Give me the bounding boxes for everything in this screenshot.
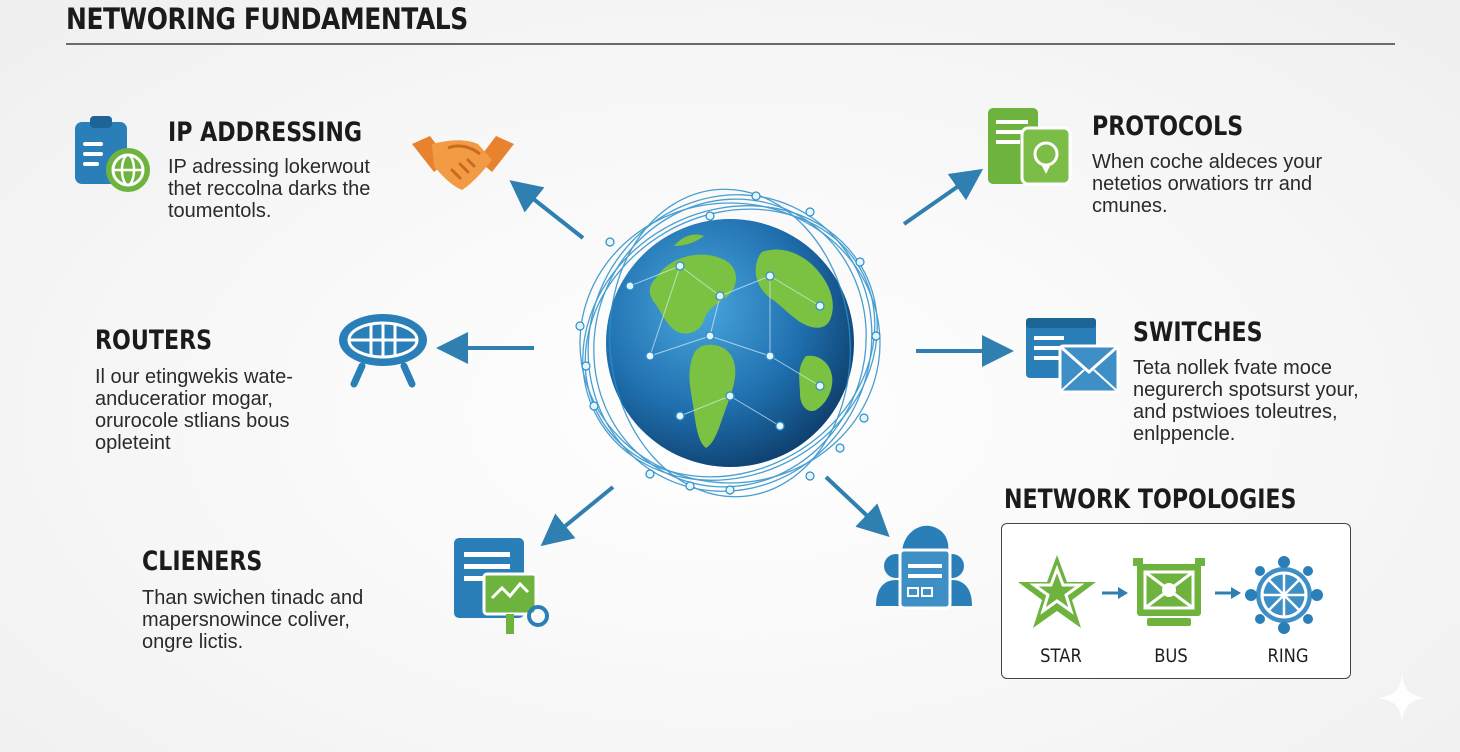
document-chart-icon [454, 538, 549, 634]
ring-topology-icon [1245, 556, 1323, 634]
routers-title: ROUTERS [95, 325, 213, 356]
switches-description: Teta nollek fvate moce negurerch spotsur… [1133, 357, 1359, 445]
topology-label-ring: RING [1267, 645, 1309, 667]
ip-addressing-title: IP ADDRESSING [168, 117, 363, 148]
topology-label-bus: BUS [1154, 645, 1188, 667]
globe-network-icon [575, 188, 881, 498]
arrow-to-protocols [902, 168, 984, 226]
clieners-description: Than swichen tinadc and mapersnowince co… [142, 587, 364, 653]
routers-description: Il our etingwekis wate- anduceratior mog… [95, 366, 293, 454]
bus-topology-icon [1133, 558, 1205, 626]
switches-title: SWITCHES [1133, 317, 1263, 348]
page-title: NETWORING FUNDAMENTALS [66, 2, 468, 36]
title-divider [66, 43, 1395, 45]
server-devices-icon [988, 108, 1072, 186]
protocols-title: PROTOCOLS [1092, 111, 1244, 142]
arrow-to-cloud [824, 475, 890, 537]
handshake-icon [412, 136, 514, 190]
topologies-title: NETWORK TOPOLOGIES [1004, 484, 1297, 515]
switch-envelope-icon [1026, 318, 1120, 394]
router-icon [339, 314, 427, 388]
arrow-to-ip-addressing [509, 180, 585, 240]
clieners-title: CLIENERS [142, 546, 263, 577]
topology-arrow-1 [1102, 587, 1128, 599]
cloud-users-icon [876, 525, 972, 610]
star-topology-icon [1018, 555, 1096, 628]
sparkle-icon [1378, 674, 1426, 722]
protocols-description: When coche aldeces your netetios orwatio… [1092, 151, 1323, 217]
clipboard-globe-icon [75, 116, 150, 192]
topology-label-star: STAR [1040, 645, 1082, 667]
topology-arrow-2 [1215, 587, 1241, 599]
arrow-to-clieners [540, 485, 615, 547]
ip-addressing-description: IP adressing lokerwout thet reccolna dar… [168, 156, 371, 222]
